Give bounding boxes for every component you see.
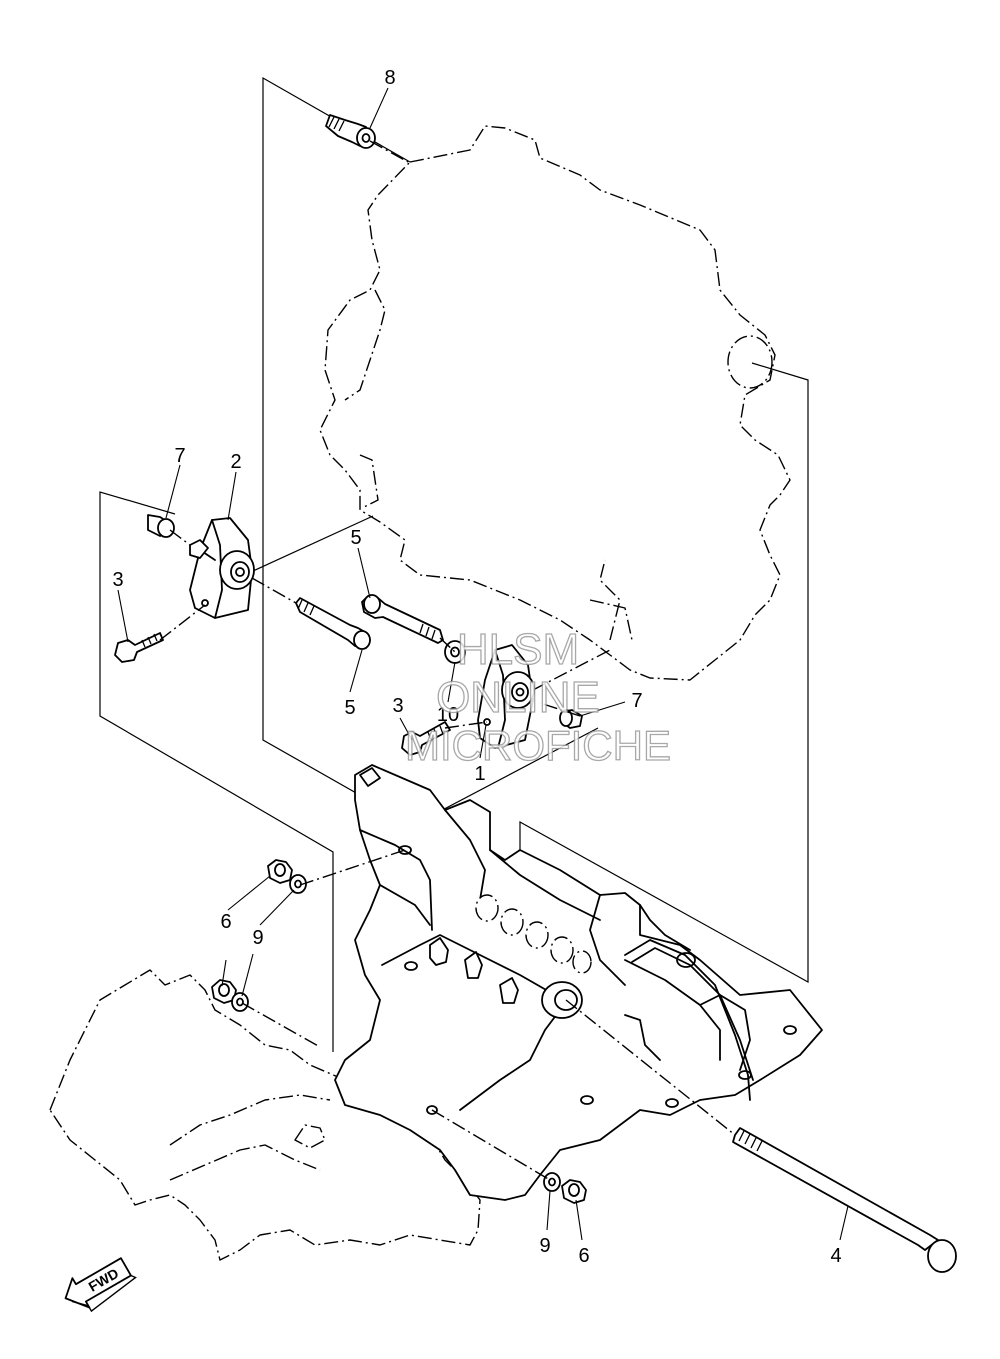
callout-leaders xyxy=(117,87,849,1241)
callout-5-upper: 5 xyxy=(350,527,361,549)
watermark-line-3: MICROFICHE xyxy=(405,722,671,769)
watermark: HLSM ONLINE MICROFICHE xyxy=(404,624,671,769)
fasteners xyxy=(114,114,957,1273)
callout-10: 10 xyxy=(437,704,459,726)
alignment-lines xyxy=(159,140,736,1181)
callout-7-left: 7 xyxy=(174,445,185,467)
frame-rail-outline xyxy=(49,969,481,1261)
watermark-line-2: ONLINE xyxy=(436,673,600,722)
engine-mount-left xyxy=(189,517,255,619)
callout-6-upper: 6 xyxy=(220,911,231,933)
mount-bracket-assembly xyxy=(334,764,823,1201)
engine-mount-right xyxy=(477,644,535,749)
callout-7-right: 7 xyxy=(631,690,642,712)
callout-4: 4 xyxy=(830,1245,841,1267)
callout-3-right: 3 xyxy=(392,695,403,717)
engine-block-outline xyxy=(319,125,791,681)
callout-9-bottom: 9 xyxy=(539,1235,550,1257)
callout-2: 2 xyxy=(230,451,241,473)
callout-3-left: 3 xyxy=(112,569,123,591)
fwd-arrow-icon: FWD xyxy=(64,1257,137,1313)
callout-8: 8 xyxy=(384,67,395,89)
callout-5-lower: 5 xyxy=(344,697,355,719)
callout-numbers: 8 7 2 3 5 5 10 7 3 1 6 9 9 6 4 xyxy=(112,67,841,1267)
callout-9-upper: 9 xyxy=(252,927,263,949)
watermark-line-1: HLSM xyxy=(457,625,579,674)
callout-6-bottom: 6 xyxy=(578,1245,589,1267)
callout-1: 1 xyxy=(474,763,485,785)
